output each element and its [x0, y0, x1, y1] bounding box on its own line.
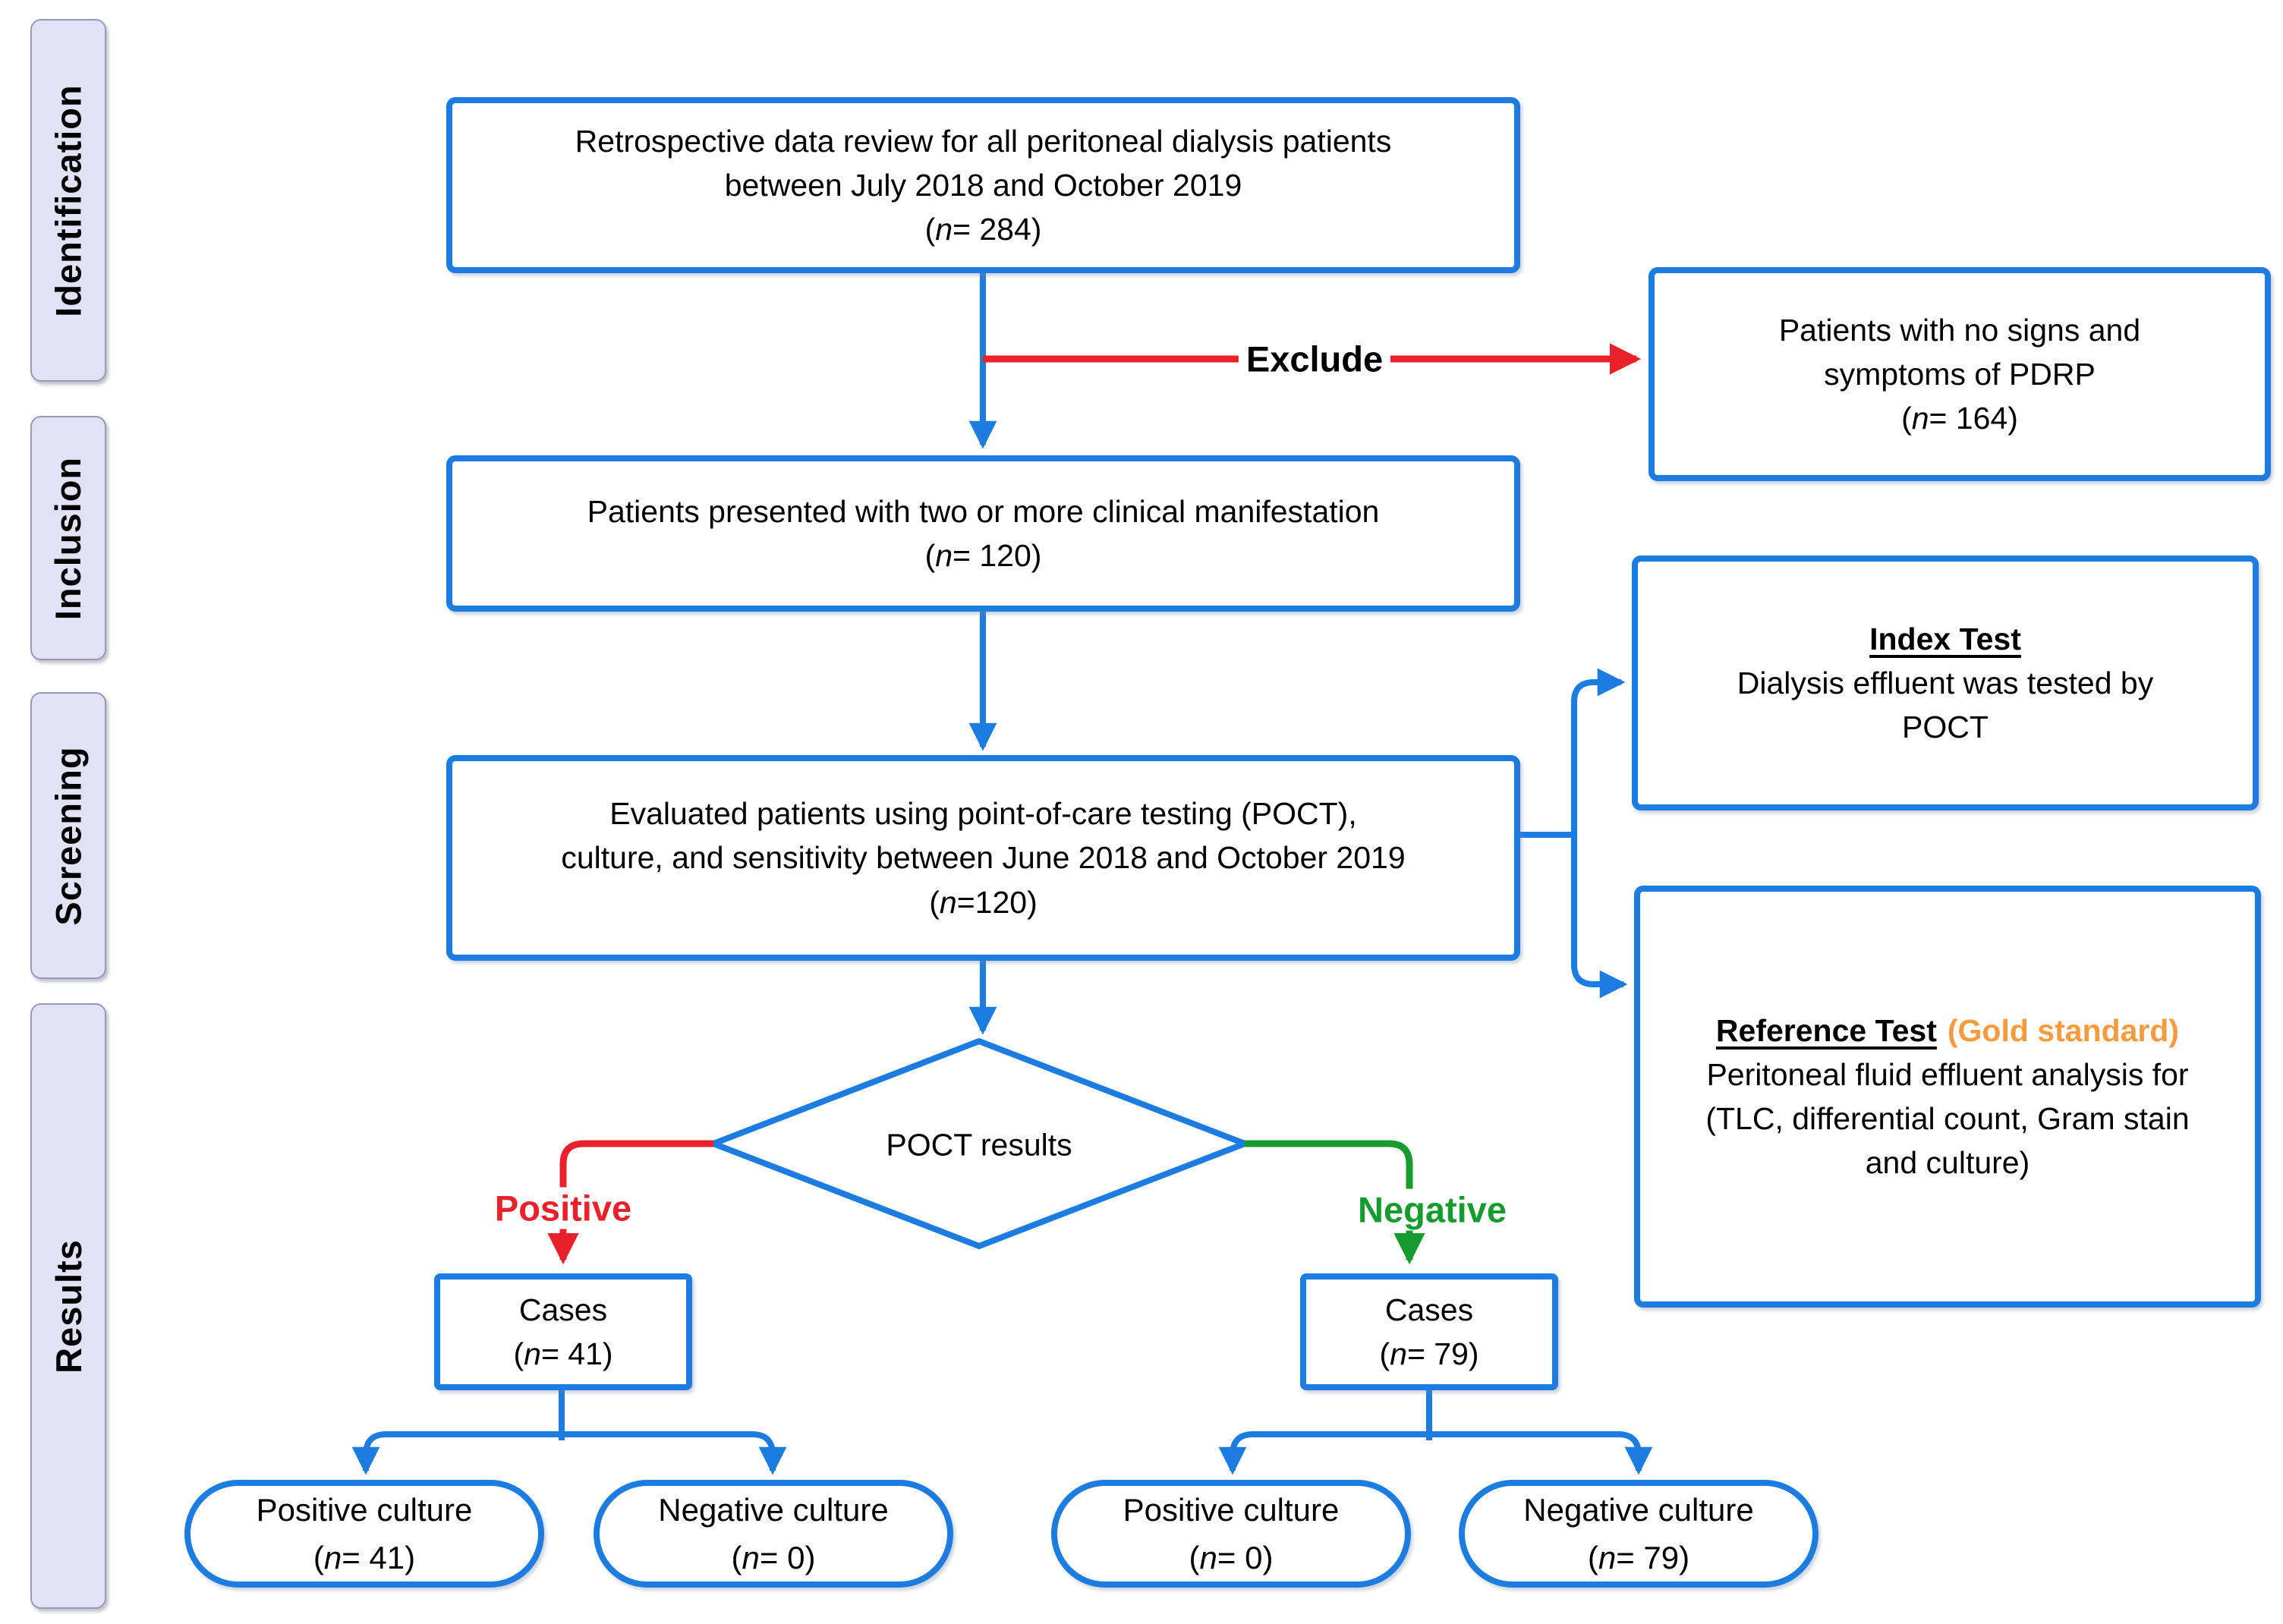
- box-excluded-pdrp: Patients with no signs and symptoms of P…: [1648, 267, 2271, 481]
- box-n-count: (n= 41): [313, 1540, 416, 1575]
- box-reference-test: Reference Test (Gold standard) Peritoneal…: [1634, 886, 2261, 1308]
- box-cases-positive: Cases (n= 41): [434, 1273, 692, 1390]
- box-line: Peritoneal fluid effluent analysis for: [1706, 1056, 2189, 1092]
- stage-label: Screening: [48, 745, 89, 926]
- box-line: Patients presented with two or more clin…: [587, 493, 1380, 529]
- edge-to-negative-culture-right: [1429, 1431, 1653, 1475]
- stage-label: Identification: [48, 83, 89, 317]
- positive-edge-label: Positive: [487, 1187, 640, 1229]
- edge-to-positive-culture-left: [351, 1431, 562, 1475]
- negative-edge-label: Negative: [1350, 1188, 1514, 1231]
- gold-standard-label: (Gold standard): [1947, 1012, 2180, 1048]
- edge-negative: [1245, 1140, 1425, 1265]
- stage-label: Inclusion: [48, 456, 89, 620]
- stage-inclusion: Inclusion: [30, 416, 106, 660]
- edge-to-index-test: [1571, 668, 1626, 835]
- box-line: Cases: [518, 1292, 608, 1327]
- stage-screening: Screening: [30, 692, 106, 979]
- box-line: Retrospective data review for all perito…: [575, 123, 1392, 159]
- box-line: culture, and sensitivity between June 20…: [561, 840, 1406, 876]
- box-line: Positive culture: [1123, 1492, 1340, 1528]
- stage-label: Results: [48, 1238, 89, 1374]
- box-line: Cases: [1384, 1292, 1474, 1327]
- box-n-count: (n= 79): [1379, 1336, 1479, 1371]
- box-n-count: (n= 0): [1189, 1540, 1274, 1575]
- box-n-count: (n= 284): [924, 212, 1042, 247]
- box-line: Patients with no signs and: [1778, 312, 2141, 348]
- box-index-test: Index Test Dialysis effluent was tested …: [1632, 555, 2259, 810]
- box-n-count: (n= 41): [513, 1336, 613, 1371]
- stage-identification: Identification: [30, 19, 106, 382]
- box-n-count: (n=120): [929, 884, 1038, 920]
- box-negative-culture-right: Negative culture (n= 79): [1459, 1480, 1819, 1588]
- box-evaluated-poct: Evaluated patients using point-of-care t…: [446, 755, 1520, 961]
- diamond-label: POCT results: [886, 1127, 1072, 1163]
- box-line: Negative culture: [658, 1492, 889, 1528]
- box-positive-culture-right: Positive culture (n= 0): [1051, 1480, 1411, 1588]
- box-retrospective-review: Retrospective data review for all perito…: [446, 97, 1520, 273]
- box-n-count: (n= 79): [1587, 1540, 1690, 1575]
- box-line: Evaluated patients using point-of-care t…: [609, 796, 1357, 832]
- box-line: Positive culture: [256, 1492, 473, 1528]
- box-clinical-manifestation: Patients presented with two or more clin…: [446, 455, 1520, 612]
- box-n-count: (n= 164): [1901, 401, 2018, 436]
- reference-test-title: Reference Test: [1715, 1012, 1937, 1048]
- box-negative-culture-left: Negative culture (n= 0): [594, 1480, 953, 1588]
- box-line: between July 2018 and October 2019: [724, 167, 1242, 203]
- edge-to-reference-test: [1571, 835, 1628, 999]
- exclude-edge-label: Exclude: [1238, 338, 1391, 380]
- edge-positive: [547, 1140, 713, 1265]
- stage-results: Results: [30, 1003, 106, 1609]
- index-test-title: Index Test: [1869, 621, 2021, 656]
- box-line: and culture): [1865, 1145, 2030, 1181]
- box-line: POCT: [1902, 710, 1989, 745]
- reference-test-title-row: Reference Test (Gold standard): [1716, 1009, 2179, 1053]
- edge-to-positive-culture-right: [1218, 1431, 1429, 1475]
- box-line: symptoms of PDRP: [1824, 356, 2096, 392]
- decision-diamond: [710, 1038, 1248, 1249]
- box-line: (TLC, differential count, Gram stain: [1705, 1101, 2190, 1136]
- box-n-count: (n= 120): [924, 538, 1042, 573]
- box-positive-culture-left: Positive culture (n= 41): [184, 1480, 544, 1588]
- box-line: Negative culture: [1523, 1492, 1754, 1528]
- box-cases-negative: Cases (n= 79): [1300, 1273, 1558, 1390]
- edge-to-negative-culture-left: [562, 1431, 787, 1475]
- box-line: Dialysis effluent was tested by: [1737, 665, 2154, 700]
- box-n-count: (n= 0): [731, 1540, 816, 1575]
